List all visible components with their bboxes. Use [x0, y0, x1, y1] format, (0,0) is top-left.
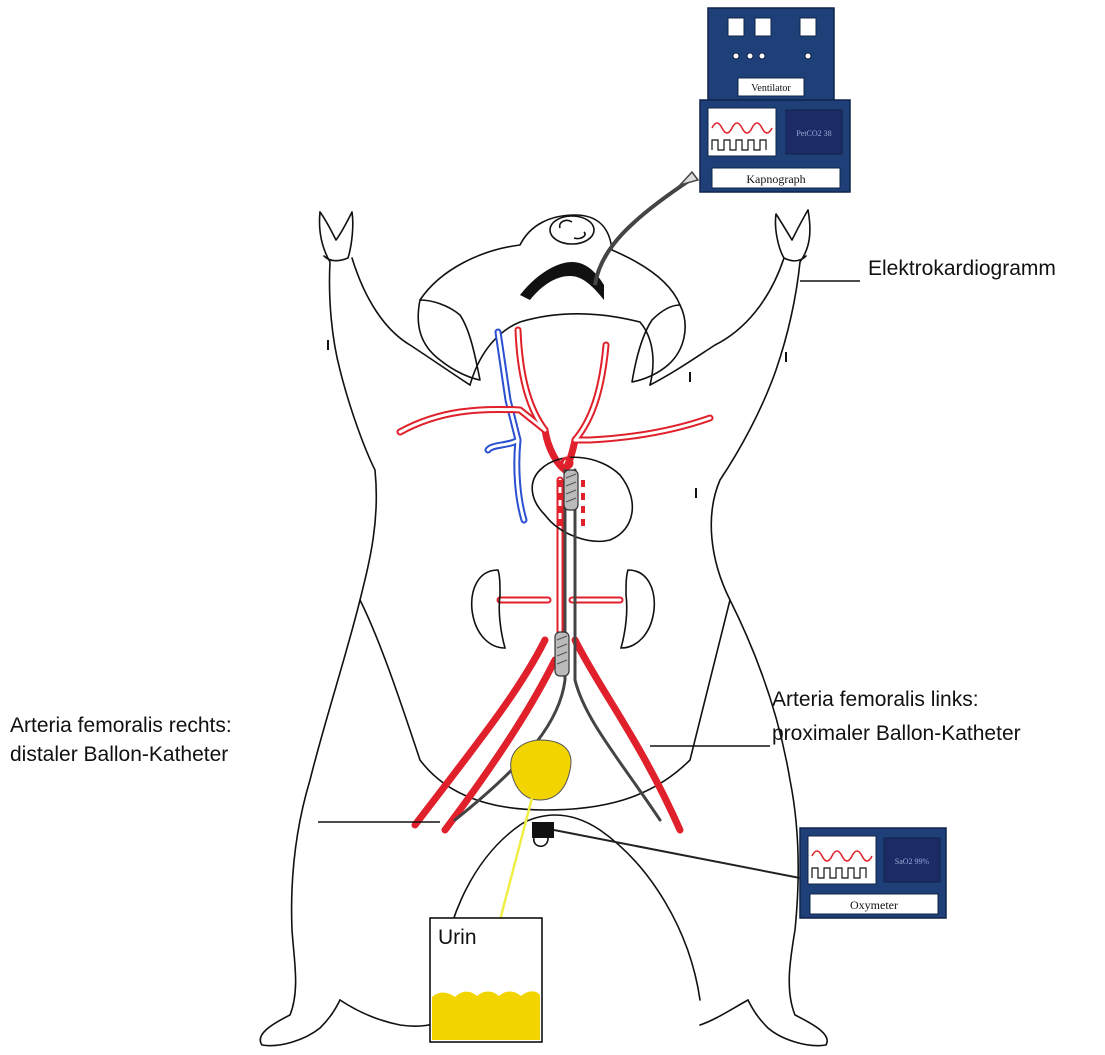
bladder: [511, 740, 571, 800]
artery-vessels-inner: [400, 330, 710, 640]
pig-body-outline: [260, 210, 827, 1046]
label-arteria-femoralis-rechts-desc: distaler Ballon-Katheter: [10, 741, 228, 768]
kapnograph-device: PetCO2 38 Kapnograph: [700, 100, 850, 192]
kapnograph-label: Kapnograph: [746, 172, 805, 186]
mouth: [520, 262, 604, 300]
ventilator-device: Ventilator: [708, 8, 834, 102]
ecg-electrodes: [328, 340, 786, 498]
oxymeter-label: Oxymeter: [850, 898, 898, 912]
urine-fill: [432, 991, 540, 1040]
label-arteria-femoralis-links-desc: proximaler Ballon-Katheter: [772, 720, 1021, 747]
kapnograph-tube: [595, 180, 690, 285]
label-arteria-femoralis-rechts-title: Arteria femoralis rechts:: [10, 712, 232, 739]
ventilator-label: Ventilator: [751, 83, 791, 94]
kapnograph-tube-connector: [680, 172, 698, 185]
label-urin: Urin: [438, 924, 477, 951]
label-arteria-femoralis-links-title: Arteria femoralis links:: [772, 686, 979, 713]
oxymeter-display: SaO2 99%: [895, 857, 930, 866]
snout: [550, 216, 594, 244]
oxymeter-clip: [532, 822, 554, 846]
label-elektrokardiogramm: Elektrokardiogramm: [868, 255, 1056, 282]
oxymeter-device: SaO2 99% Oxymeter: [800, 828, 946, 918]
oxymeter-cable: [554, 830, 800, 878]
urine-tube: [500, 798, 532, 920]
kapnograph-display: PetCO2 38: [796, 129, 831, 138]
